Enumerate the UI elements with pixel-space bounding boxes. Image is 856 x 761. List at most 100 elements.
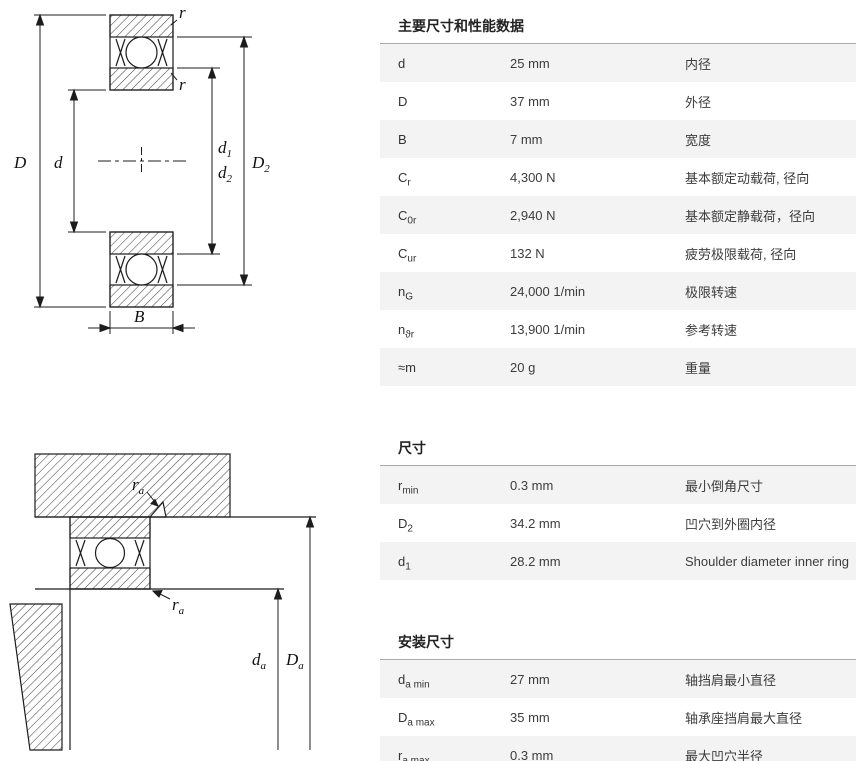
table-row: d1 28.2 mm Shoulder diameter inner ring [380,542,856,580]
ball [94,537,126,569]
symbol-sub: a min [405,679,430,691]
ball-lower [125,253,158,286]
label-ra-shaft: ra [172,595,185,617]
dimension-labels: D d d1 d2 D2 B r r [13,3,270,326]
symbol-base: r [398,477,403,493]
table-row: ra max 0.3 mm 最大凹穴半径 [380,736,856,761]
section-title: 尺寸 [380,426,856,466]
centerline [98,147,188,175]
row-value: 132 N [510,245,545,261]
table-row: nϑr 13,900 1/min 参考转速 [380,310,856,348]
row-value: 0.3 mm [510,477,554,493]
symbol-base: D [398,709,408,725]
row-symbol: d [398,56,510,71]
row-symbol: ≈m [398,360,510,375]
label-d1: d1 [218,138,232,160]
symbol-base: n [398,283,406,299]
row-description: 基本额定动载荷, 径向 [685,170,810,186]
label-Da: Da [285,650,304,672]
row-symbol: Cr [398,169,510,188]
row-description: 参考转速 [685,322,738,338]
row-description: 最大凹穴半径 [685,748,764,761]
row-symbol: da min [398,671,510,691]
label-D: D [13,153,27,172]
symbol-base: C [398,207,408,223]
bearing-rings [109,14,174,308]
symbol-base: D [398,515,408,531]
label-B: B [134,307,145,326]
row-description: 外径 [685,94,712,110]
drawings-panel: D d d1 d2 D2 B r r [0,0,380,761]
symbol-base: d [398,55,406,71]
label-d: d [54,153,63,172]
label-r-outer: r [179,3,186,22]
symbol-base: d [398,671,406,687]
row-value: 25 mm [510,55,550,71]
table-row: d 25 mm 内径 [380,44,856,82]
table-row: rmin 0.3 mm 最小倒角尺寸 [380,466,856,504]
table-row: ≈m 20 g 重量 [380,348,856,386]
table-row: D2 34.2 mm 凹穴到外圈内径 [380,504,856,542]
table-row: B 7 mm 宽度 [380,120,856,158]
row-value: 27 mm [510,671,550,687]
row-symbol: B [398,132,510,147]
symbol-sub: a max [407,717,435,729]
row-description: 基本额定静载荷，径向 [685,208,816,224]
row-symbol: D2 [398,515,510,535]
section-main-data: 主要尺寸和性能数据 d 25 mm 内径 D 37 mm 外径 B 7 mm 宽… [380,0,856,386]
row-description: 轴挡肩最小直径 [685,672,777,688]
symbol-base: C [398,169,408,185]
symbol-sub: min [402,485,419,497]
label-da: da [252,650,267,672]
symbol-sub: ur [407,253,417,265]
row-value: 20 g [510,359,536,375]
symbol-base: n [398,321,406,337]
symbol-base: C [398,245,408,261]
table-row: Cr 4,300 N 基本额定动载荷, 径向 [380,158,856,196]
table-row: Cur 132 N 疲劳极限载荷, 径向 [380,234,856,272]
symbol-sub: ϑr [405,329,415,341]
row-value: 13,900 1/min [510,321,586,337]
specs-panel: 主要尺寸和性能数据 d 25 mm 内径 D 37 mm 外径 B 7 mm 宽… [380,0,856,761]
bearing-cross-section-drawing: D d d1 d2 D2 B r r [13,3,270,334]
housing-section [34,453,231,518]
row-description: 最小倒角尺寸 [685,478,764,494]
symbol-sub: 2 [407,523,413,535]
section-title: 安装尺寸 [380,620,856,660]
symbol-base: r [398,747,403,761]
bearing-mounting-drawing: ra ra da Da [9,453,316,751]
row-description: 重量 [685,360,712,376]
row-value: 37 mm [510,93,550,109]
row-description: 疲劳极限载荷, 径向 [685,246,797,262]
row-description: Shoulder diameter inner ring [685,553,850,569]
row-description: 内径 [685,56,712,72]
row-symbol: rmin [398,477,510,497]
dimension-lines [34,13,252,334]
symbol-base: d [398,553,406,569]
symbol-base: D [398,93,408,109]
row-value: 24,000 1/min [510,283,586,299]
row-symbol: Da max [398,709,510,729]
row-symbol: D [398,94,510,109]
table-row: C0r 2,940 N 基本额定静载荷，径向 [380,196,856,234]
label-D2: D2 [251,153,270,175]
row-symbol: nϑr [398,321,510,341]
mounting-geometry [9,453,316,751]
row-value: 4,300 N [510,169,556,185]
table-row: da min 27 mm 轴挡肩最小直径 [380,660,856,698]
row-description: 极限转速 [685,284,738,300]
table-row: Da max 35 mm 轴承座挡肩最大直径 [380,698,856,736]
symbol-sub: 0r [407,215,417,227]
row-value: 34.2 mm [510,515,561,531]
row-symbol: C0r [398,207,510,227]
row-value: 28.2 mm [510,553,561,569]
section-mounting-dimensions: 安装尺寸 da min 27 mm 轴挡肩最小直径 Da max 35 mm 轴… [380,620,856,761]
symbol-sub: 1 [405,561,411,573]
shaft-section [9,603,63,751]
row-value: 35 mm [510,709,550,725]
symbol-base: ≈m [398,359,416,375]
ball-upper [125,36,158,69]
label-d2: d2 [218,163,233,185]
row-symbol: nG [398,283,510,302]
